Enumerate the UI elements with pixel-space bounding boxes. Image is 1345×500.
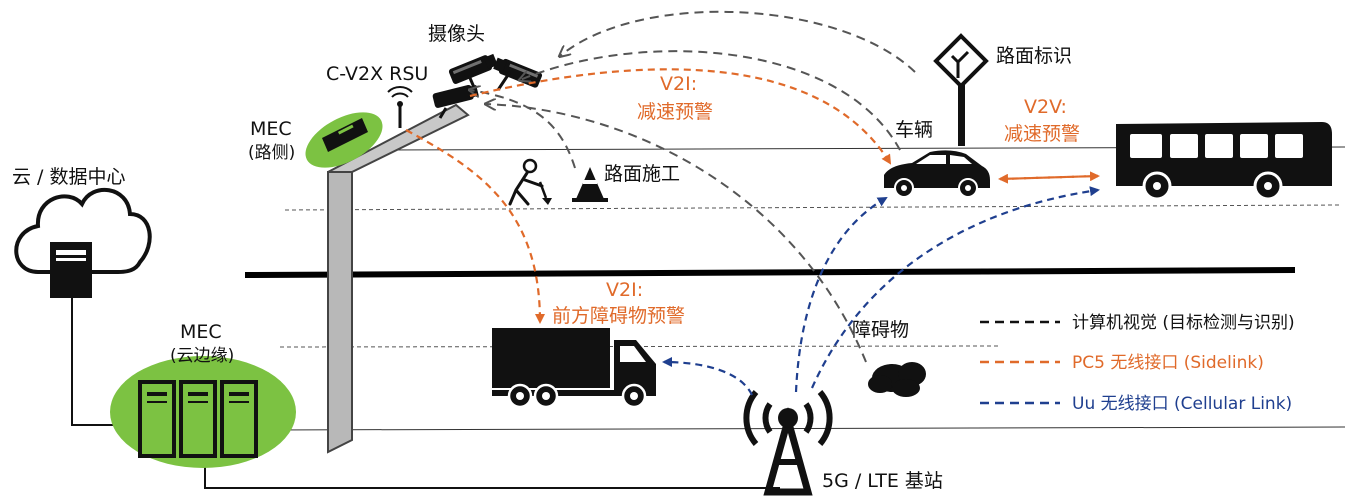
v2i-top-line2: 减速预警 [637, 101, 713, 123]
mec-cloud-title: MEC [180, 321, 222, 343]
vehicle-label: 车辆 [895, 119, 933, 141]
truck-icon [492, 328, 656, 409]
mec-cloud-edge-icon [110, 356, 296, 468]
base-station-label: 5G / LTE 基站 [822, 470, 943, 492]
v2v-line2: 减速预警 [1004, 123, 1080, 145]
cloud-dc-label: 云 / 数据中心 [12, 166, 125, 188]
rsu-antenna-icon [387, 86, 413, 128]
obstacle-label: 障碍物 [852, 319, 909, 341]
rsu-gantry [327, 103, 470, 454]
car-icon [884, 150, 990, 198]
computer-vision-links [470, 10, 916, 363]
construction-label: 路面施工 [604, 163, 680, 185]
base-station-icon [743, 390, 833, 496]
obstacle-icon [868, 362, 926, 397]
legend: 计算机视觉 (目标检测与识别) PC5 无线接口 (Sidelink) Uu 无… [980, 313, 1295, 414]
construction-worker-icon [508, 158, 552, 206]
v2i-mid-line1: V2I: [606, 279, 643, 301]
v2i-top-line1: V2I: [660, 73, 697, 95]
mec-roadside-sub: (路侧) [248, 143, 295, 163]
v2v-line1: V2V: [1024, 96, 1067, 118]
legend-label-pc5: PC5 无线接口 (Sidelink) [1072, 353, 1264, 373]
legend-label-cv: 计算机视觉 (目标检测与识别) [1072, 313, 1295, 333]
rsu-label: C-V2X RSU [326, 63, 428, 85]
mec-roadside-title: MEC [250, 118, 292, 140]
legend-label-uu: Uu 无线接口 (Cellular Link) [1072, 394, 1292, 414]
v2i-mid-line2: 前方障碍物预警 [552, 305, 685, 327]
bus-icon [1116, 122, 1332, 201]
backhaul-link [204, 455, 780, 489]
mec-roadside-icon [305, 112, 383, 168]
road-sign-label: 路面标识 [996, 45, 1072, 67]
uu-links [662, 186, 1100, 396]
camera-label: 摄像头 [428, 23, 485, 45]
road-sign-icon [933, 33, 989, 146]
traffic-cone-icon [572, 167, 608, 202]
mec-cloud-sub: (云边缘) [170, 346, 234, 366]
pc5-links [405, 68, 1100, 324]
road-lines [244, 146, 1345, 431]
cloud-icon [14, 187, 152, 298]
